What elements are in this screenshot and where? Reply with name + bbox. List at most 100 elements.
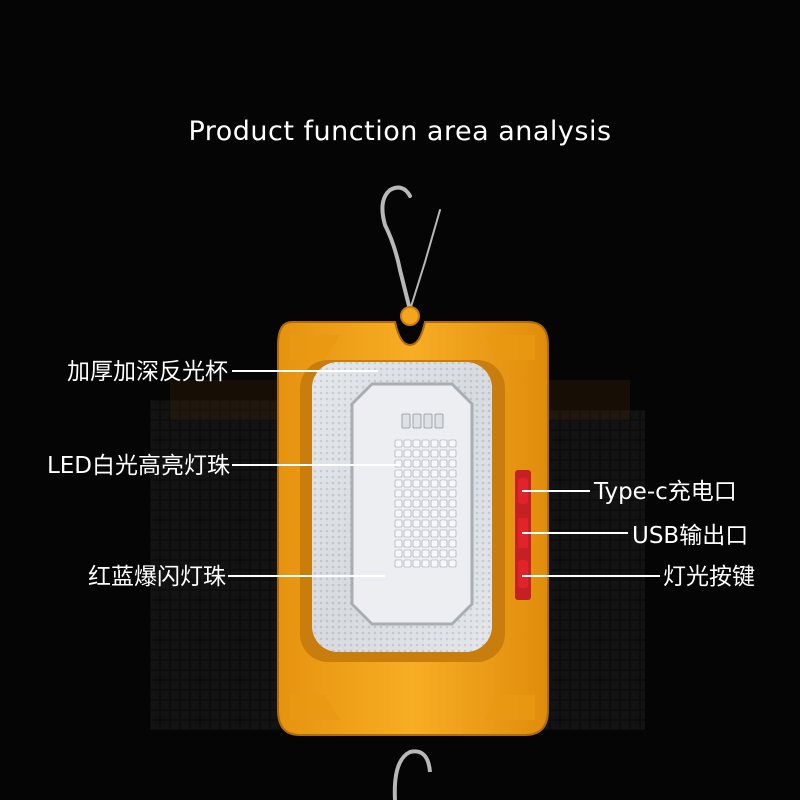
led-array	[394, 413, 457, 568]
led-bead	[439, 539, 448, 548]
led-bead	[448, 449, 457, 458]
led-bead	[448, 559, 457, 568]
led-bead	[421, 449, 430, 458]
led-bead	[430, 469, 439, 478]
led-bead	[430, 539, 439, 548]
label-reflector: 加厚加深反光杯	[67, 359, 228, 385]
led-bead	[439, 519, 448, 528]
led-bead	[412, 449, 421, 458]
led-bead	[394, 449, 403, 458]
led-bead	[412, 489, 421, 498]
led-bead	[412, 479, 421, 488]
led-bead	[430, 439, 439, 448]
led-bead	[448, 509, 457, 518]
led-bead	[403, 489, 412, 498]
led-bead	[403, 529, 412, 538]
bottom-hook	[392, 749, 432, 800]
led-bead	[394, 499, 403, 508]
led-bead	[448, 499, 457, 508]
led-bead	[439, 459, 448, 468]
led-bead	[430, 489, 439, 498]
led-bead	[421, 529, 430, 538]
led-bead	[439, 509, 448, 518]
led-bead	[412, 469, 421, 478]
red-blue-bead	[423, 413, 433, 429]
led-bead	[403, 499, 412, 508]
led-bead	[412, 519, 421, 528]
led-bead	[394, 469, 403, 478]
led-bead	[403, 559, 412, 568]
page-title: Product function area analysis	[188, 116, 612, 147]
led-bead	[403, 509, 412, 518]
led-bead	[394, 479, 403, 488]
led-bead	[430, 519, 439, 528]
led-bead	[394, 489, 403, 498]
led-bead	[439, 469, 448, 478]
led-bead	[403, 539, 412, 548]
led-bead	[448, 519, 457, 528]
led-bead	[430, 499, 439, 508]
led-bead	[412, 499, 421, 508]
led-bead	[394, 549, 403, 558]
led-bead	[412, 439, 421, 448]
led-bead	[448, 479, 457, 488]
label-light-button: 灯光按键	[663, 564, 755, 590]
led-bead	[421, 469, 430, 478]
reflector	[312, 362, 492, 652]
led-bead	[430, 449, 439, 458]
led-bead	[430, 459, 439, 468]
led-bead	[421, 539, 430, 548]
led-bead	[448, 539, 457, 548]
led-bead	[412, 529, 421, 538]
led-bead	[394, 529, 403, 538]
led-bead	[394, 439, 403, 448]
led-bead	[439, 529, 448, 538]
led-bead	[430, 559, 439, 568]
red-blue-bead	[401, 413, 411, 429]
led-bead	[403, 459, 412, 468]
hook	[380, 185, 441, 312]
led-bead	[394, 559, 403, 568]
led-bead	[403, 519, 412, 528]
led-bead	[412, 539, 421, 548]
led-bead	[439, 439, 448, 448]
led-bead	[421, 559, 430, 568]
led-bead	[421, 439, 430, 448]
led-bead	[421, 499, 430, 508]
led-bead	[403, 449, 412, 458]
label-usb-out: USB输出口	[632, 523, 749, 549]
led-bead	[439, 499, 448, 508]
led-bead	[412, 459, 421, 468]
red-blue-bead	[412, 413, 422, 429]
callout-lines	[228, 370, 660, 577]
side-ports	[515, 470, 531, 600]
led-bead	[439, 489, 448, 498]
led-bead	[412, 559, 421, 568]
led-bead	[412, 549, 421, 558]
led-bead	[439, 559, 448, 568]
led-bead	[439, 449, 448, 458]
hook-ring	[400, 306, 420, 326]
light-button	[518, 560, 528, 588]
led-bead	[421, 479, 430, 488]
led-bead	[448, 549, 457, 558]
led-bead	[421, 509, 430, 518]
led-bead	[421, 549, 430, 558]
led-bead	[430, 479, 439, 488]
led-bead	[448, 459, 457, 468]
label-red-blue: 红蓝爆闪灯珠	[88, 564, 226, 590]
led-bead	[394, 509, 403, 518]
label-led-white: LED白光高亮灯珠	[46, 453, 230, 479]
led-bead	[430, 529, 439, 538]
red-blue-bead	[434, 413, 444, 429]
led-bead	[439, 549, 448, 558]
led-bead	[421, 459, 430, 468]
led-bead	[421, 489, 430, 498]
led-bead	[448, 529, 457, 538]
led-bead	[403, 469, 412, 478]
led-bead	[412, 509, 421, 518]
led-bead	[430, 509, 439, 518]
led-bead	[403, 549, 412, 558]
led-bead	[430, 549, 439, 558]
